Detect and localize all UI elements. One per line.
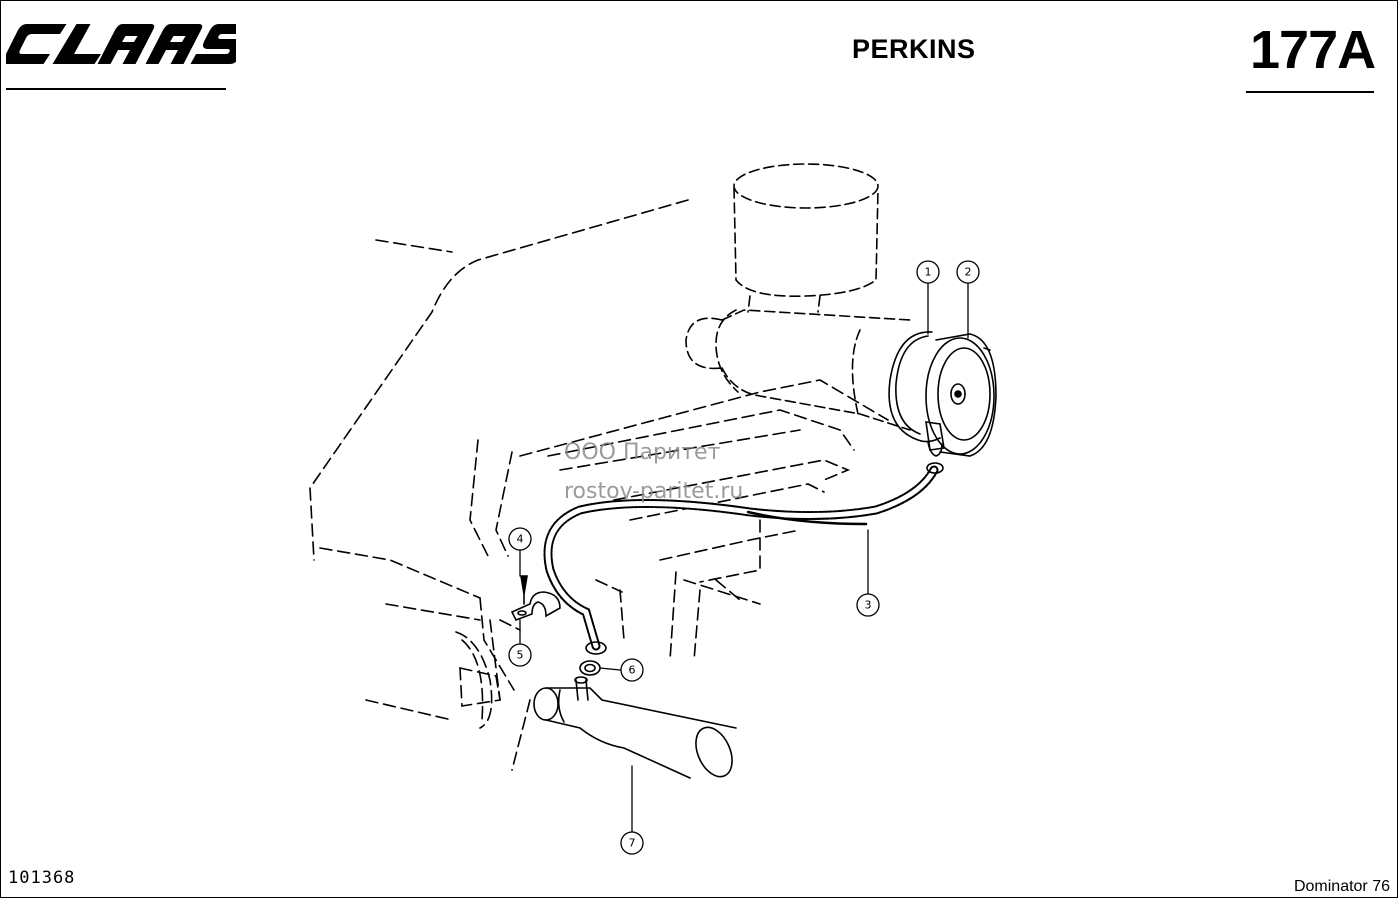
engine-outline	[309, 199, 889, 771]
logo-underline	[6, 88, 226, 90]
callout-label-4: 4	[517, 533, 524, 546]
callout-label-2: 2	[965, 266, 972, 279]
flexible-hose	[543, 462, 944, 655]
callout-2	[956, 260, 980, 284]
callout-4	[508, 527, 532, 551]
model-label: Dominator 76	[1293, 878, 1390, 895]
extractor-tube	[533, 676, 737, 779]
watermark-company: ООО Паритет	[564, 440, 721, 465]
page-number-underline	[1246, 91, 1374, 93]
callout-label-5: 5	[517, 649, 524, 662]
callout-label-3: 3	[865, 599, 872, 612]
callout-6	[620, 658, 644, 682]
callout-label-6: 6	[629, 664, 636, 677]
leader-lines	[519, 283, 969, 833]
callout-1	[916, 260, 940, 284]
sealing-ring	[888, 331, 941, 443]
hose-clamp	[510, 591, 561, 622]
drawing-number: 101368	[8, 868, 76, 888]
watermark-url: rostov-paritet.ru	[564, 479, 744, 504]
callout-label-7: 7	[629, 837, 636, 850]
page-number: 177A	[1250, 20, 1376, 80]
screw	[520, 575, 528, 605]
callout-label-1: 1	[925, 266, 932, 279]
o-ring	[579, 660, 601, 676]
air-filter	[685, 163, 911, 431]
page-title: PERKINS	[852, 34, 976, 64]
dust-cap	[925, 333, 997, 457]
callout-7	[620, 831, 644, 855]
callout-5	[508, 643, 532, 667]
callouts	[508, 260, 980, 855]
callout-3	[856, 593, 880, 617]
